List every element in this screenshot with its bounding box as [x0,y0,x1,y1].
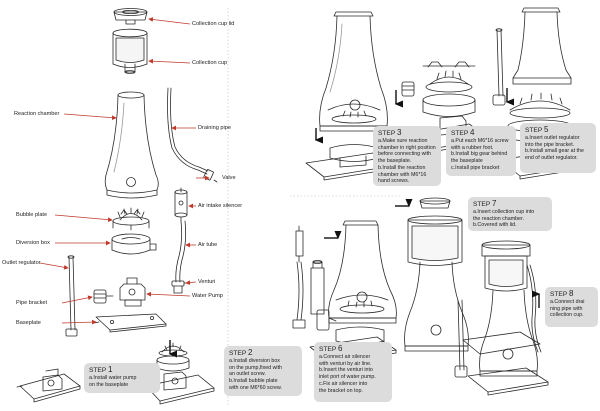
baseplate-label: Baseplate [16,320,41,326]
step8-title: STEP 8 [550,289,574,299]
collection-cup-label: Collection cup [192,60,228,66]
step3-line: hand screws. [378,178,410,185]
step3-line: before connecting with [378,151,432,158]
step1-instructions: STEP 1 a.Install water pump on the basep… [84,363,160,393]
step6-line: the bracket on top. [319,387,363,394]
valve-label: Valve [222,175,236,181]
outlet-regulator-label: Outlet regulator [2,260,41,266]
step7-line: a.Insert collection cup into [473,209,535,215]
venturi-label: Venturi [198,279,216,285]
reaction-chamber-label: Reaction chamber [14,111,60,117]
step2-line: b.Install bubble plate [229,378,278,385]
bubble-plate-drawing [112,207,150,231]
step3-line: a.Make sure reaction [378,138,428,144]
collection-cup-lid-drawing [113,8,148,25]
air-intake-silencer-drawing [174,187,188,222]
step1-line: on the baseplate [89,381,129,388]
step2-instructions: STEP 2 a.Install diversion box on the pu… [224,346,302,396]
water-pump-drawing [119,277,146,307]
water-pump-label: Water Pump [192,293,223,299]
step2-line: a.Install diversion box [229,358,280,364]
step3-line: chamber in right position [378,144,436,151]
step7-assembly-drawing [404,197,469,352]
leader-lines [39,17,210,325]
step6-line: c.Fix air silencer into [319,380,368,387]
divider-lines [227,8,400,405]
step5-instructions: STEP 5 a.Insert outlet regulator into th… [520,123,596,173]
baseplate-drawing [93,313,167,333]
step8-line: a.Connect drai [550,299,585,305]
assembly-arrows [168,88,541,358]
outlet-regulator-drawing [65,255,78,337]
collection-cup-drawing [112,28,148,74]
step2-line: with one M6*60 screw. [229,384,282,391]
step2-assembly-drawing [145,342,215,405]
step8-line: ning pipe with [550,305,583,312]
collection-cup-lid-label: Collection cup lid [192,21,235,27]
draining-pipe-label: Draining pipe [198,125,231,131]
step2-title: STEP 2 [229,348,253,358]
reaction-chamber-drawing [104,91,159,199]
step4-line: a.Put each M6*16 screw [451,138,509,144]
step5-line: into the pipe bracket. [525,141,575,148]
step4-instructions: STEP 4 a.Put each M6*16 screw with a rub… [446,126,516,176]
step6-title: STEP 6 [319,344,343,354]
air-tube-label: Air tube [198,242,218,248]
step1-title: STEP 1 [89,365,113,375]
step6-instructions: STEP 6 a.Connect air silencer with ventu… [314,342,392,402]
pipe-bracket-label: Pipe bracket [16,300,48,306]
step7-line: b.Covered with lid. [473,222,517,229]
step3-title: STEP 3 [378,128,402,138]
step5-line: b.Install small gear at the [525,148,584,155]
step3-line: chamber with M6*16 [378,171,427,178]
step2-line: on the pump,fixed with [229,364,282,371]
step4-line: the baseplate [451,158,483,165]
step3-line: the baseplate. [378,158,412,165]
step8-instructions: STEP 8 a.Connect drai ning pipe with col… [545,287,598,327]
step6-line: inlet port of water pump. [319,374,376,381]
air-intake-silencer-label: Air intake silencer [198,203,243,209]
diversion-box-label: Diversion box [16,240,50,246]
step5-line: a.Insert outlet regulator [525,135,580,141]
step6-line: a.Connect air silencer [319,354,371,360]
draining-pipe-drawing [167,87,218,183]
step3-instructions: STEP 3 a.Make sure reaction chamber in r… [373,126,441,186]
step2-line: an outlet screw. [229,371,266,378]
step1-line: a.Install water pump [89,375,137,381]
step5-line: end of outlet regulator. [525,155,578,162]
step4-line: with a rubber foot. [451,144,494,151]
step6-line: b.Insert the venturi into [319,367,373,374]
step6-line: with venturi by air line. [319,360,372,367]
step7-title: STEP 7 [473,199,497,209]
step7-instructions: STEP 7 a.Insert collection cup into the … [468,197,552,231]
step3-line: b.Install the reaction [378,164,426,171]
diversion-box-drawing [111,233,157,255]
bubble-plate-label: Bubble plate [16,212,48,218]
step4-title: STEP 4 [451,128,475,138]
step7-line: the reaction chamber. [473,215,524,222]
step1-assembly-drawing [16,368,81,403]
step4-line: b.Install big gear behind [451,151,508,158]
step8-assembly-drawing [454,240,549,396]
step4-line: c.Install pipe bracket [451,164,500,171]
pipe-bracket-drawing [93,289,114,304]
step5-title: STEP 5 [525,125,549,135]
air-tube-drawing [175,220,187,283]
step8-line: collection cup. [550,312,584,319]
